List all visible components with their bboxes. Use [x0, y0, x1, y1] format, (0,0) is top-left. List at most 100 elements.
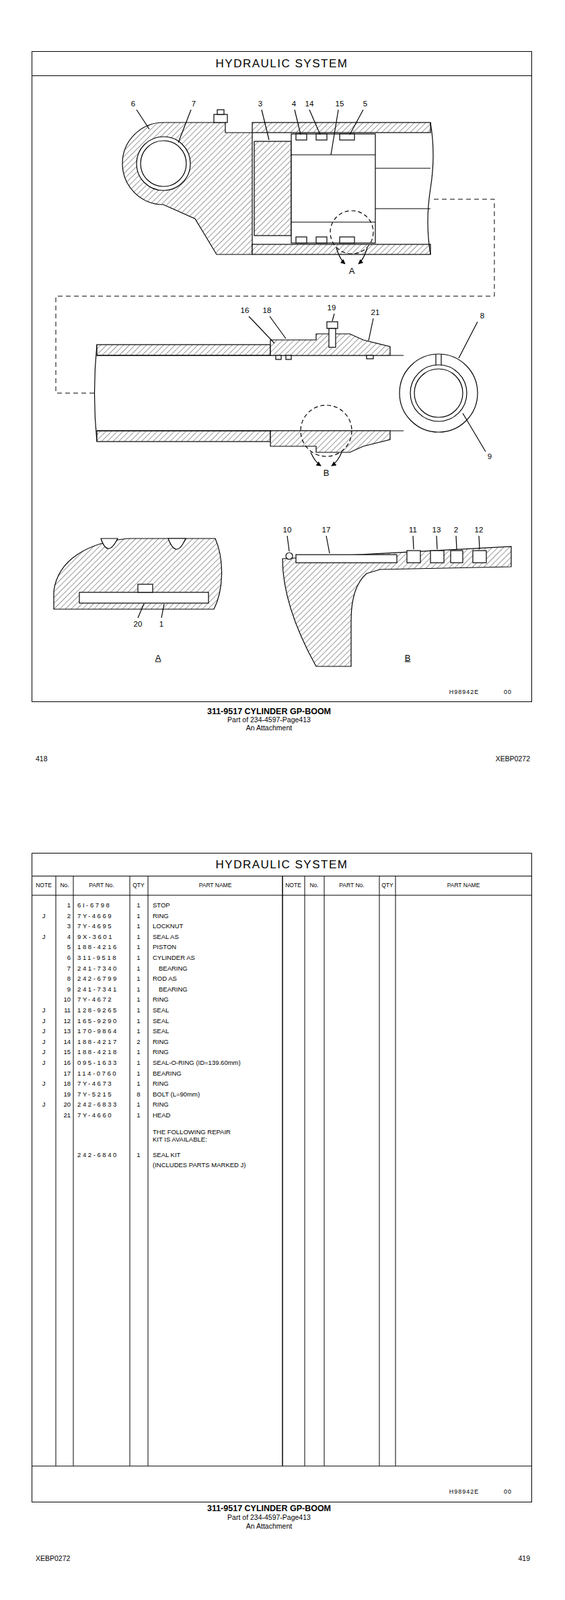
rod-end-section	[366, 355, 374, 359]
part-number: 170-9864	[77, 1027, 119, 1035]
head-end-section	[122, 122, 253, 255]
callout-number: 21	[371, 308, 381, 317]
head-end-section	[316, 236, 327, 243]
column-header: QTY	[381, 881, 393, 889]
part-number: 165-9290	[77, 1016, 119, 1024]
view-letter: B	[404, 653, 411, 664]
part-name: STOP	[152, 901, 171, 909]
table-cell: 11	[63, 1006, 71, 1014]
head-end-section	[217, 109, 224, 115]
parts-table-grid	[55, 875, 57, 1465]
parts-table-grid	[281, 875, 284, 1465]
column-header: PART NAME	[447, 881, 481, 889]
part-number: 7Y-4673	[77, 1079, 113, 1087]
detail-view-b	[326, 535, 330, 553]
head-end-section	[295, 236, 307, 243]
table-cell: 4	[67, 932, 71, 940]
part-number: 241-7340	[77, 963, 119, 972]
table-cell: 1	[136, 932, 140, 940]
note: (INCLUDES PARTS MARKED J)	[152, 1160, 246, 1169]
drawing-number: H98942E	[449, 688, 480, 695]
rod-end-section	[94, 344, 98, 442]
detail-view-a	[161, 603, 165, 618]
part-name: RING	[152, 1079, 169, 1087]
rod-end-section	[328, 328, 336, 348]
table-cell: 7	[67, 963, 71, 972]
rod-end-section	[270, 430, 391, 452]
head-end-section	[136, 136, 191, 191]
rod-end-section	[435, 353, 436, 365]
head-end-section	[330, 210, 374, 254]
view-letter: A	[349, 266, 356, 277]
head-end-section	[316, 133, 327, 140]
head-end-section	[291, 154, 376, 155]
table-cell: 1	[136, 1100, 140, 1108]
head-end-section	[291, 221, 376, 222]
parts-table-grid	[31, 1464, 533, 1466]
part-number: 188-4218	[77, 1047, 119, 1056]
callout-number: 7	[191, 99, 196, 109]
drawing-number: 00	[503, 1487, 512, 1494]
part-name: BEARING	[158, 984, 188, 993]
page-frame: HYDRAULIC SYSTEM	[31, 852, 533, 1502]
parts-table-grid	[147, 875, 149, 1465]
part-number: 311-9518	[77, 953, 118, 962]
head-end-section	[136, 109, 150, 130]
part-number: 241-7341	[77, 984, 119, 993]
part-name: HEAD	[152, 1111, 171, 1119]
callout-number: 10	[283, 525, 292, 535]
table-cell: 12	[63, 1016, 71, 1024]
part-name: RING	[152, 911, 169, 919]
page-title: HYDRAULIC SYSTEM	[32, 852, 532, 876]
callout-number: 14	[305, 99, 315, 109]
view-letter: B	[323, 468, 330, 479]
detail-view-b	[450, 550, 463, 563]
table-cell: J	[42, 1016, 46, 1024]
part-name: BEARING	[158, 963, 188, 972]
parts-table-grid	[324, 875, 325, 1465]
head-end-section	[375, 167, 431, 169]
detail-view-b	[406, 550, 421, 563]
part-number: 188-4217	[77, 1037, 119, 1045]
table-cell: J	[42, 1027, 46, 1035]
callout-number: 11	[408, 525, 418, 535]
detail-view-b	[412, 535, 414, 549]
part-name: ROD AS	[152, 974, 177, 983]
page-number: 418	[35, 754, 48, 763]
detail-view-a	[168, 538, 186, 549]
head-end-section	[339, 236, 355, 243]
caption: An Attachment	[246, 1520, 292, 1529]
part-name: RING	[152, 995, 169, 1003]
table-cell: J	[42, 911, 46, 919]
table-cell: 8	[67, 974, 71, 983]
parts-table-grid	[31, 894, 533, 896]
head-end-section	[339, 133, 355, 140]
table-cell: 10	[63, 995, 71, 1003]
table-cell: 14	[63, 1037, 71, 1045]
detail-view-b	[456, 535, 457, 549]
table-cell: 13	[63, 1027, 71, 1035]
table-cell: J	[42, 932, 46, 940]
callout-number: 18	[262, 306, 272, 315]
head-end-section	[140, 140, 187, 187]
callout-number: 15	[335, 99, 345, 109]
head-end-section	[358, 247, 368, 264]
table-cell: 1	[136, 943, 140, 951]
callout-number: 8	[480, 311, 485, 321]
rod-end-section	[331, 452, 342, 466]
part-name: LOCKNUT	[152, 922, 183, 930]
rod-end-section	[414, 368, 463, 418]
table-cell: 21	[63, 1111, 71, 1119]
rod-end-section	[332, 313, 335, 321]
column-header: No.	[59, 881, 69, 889]
head-end-section	[295, 133, 307, 140]
table-cell: 16	[63, 1058, 71, 1067]
drawing-number: H98942E	[449, 1487, 480, 1494]
part-name: SEAL	[152, 1016, 169, 1024]
rod-end-section	[310, 452, 321, 466]
callout-number: 1	[159, 619, 164, 629]
page-frame: HYDRAULIC SYSTEM	[31, 51, 533, 702]
head-end-section	[336, 247, 346, 264]
part-number: 9X-3601	[77, 932, 114, 940]
